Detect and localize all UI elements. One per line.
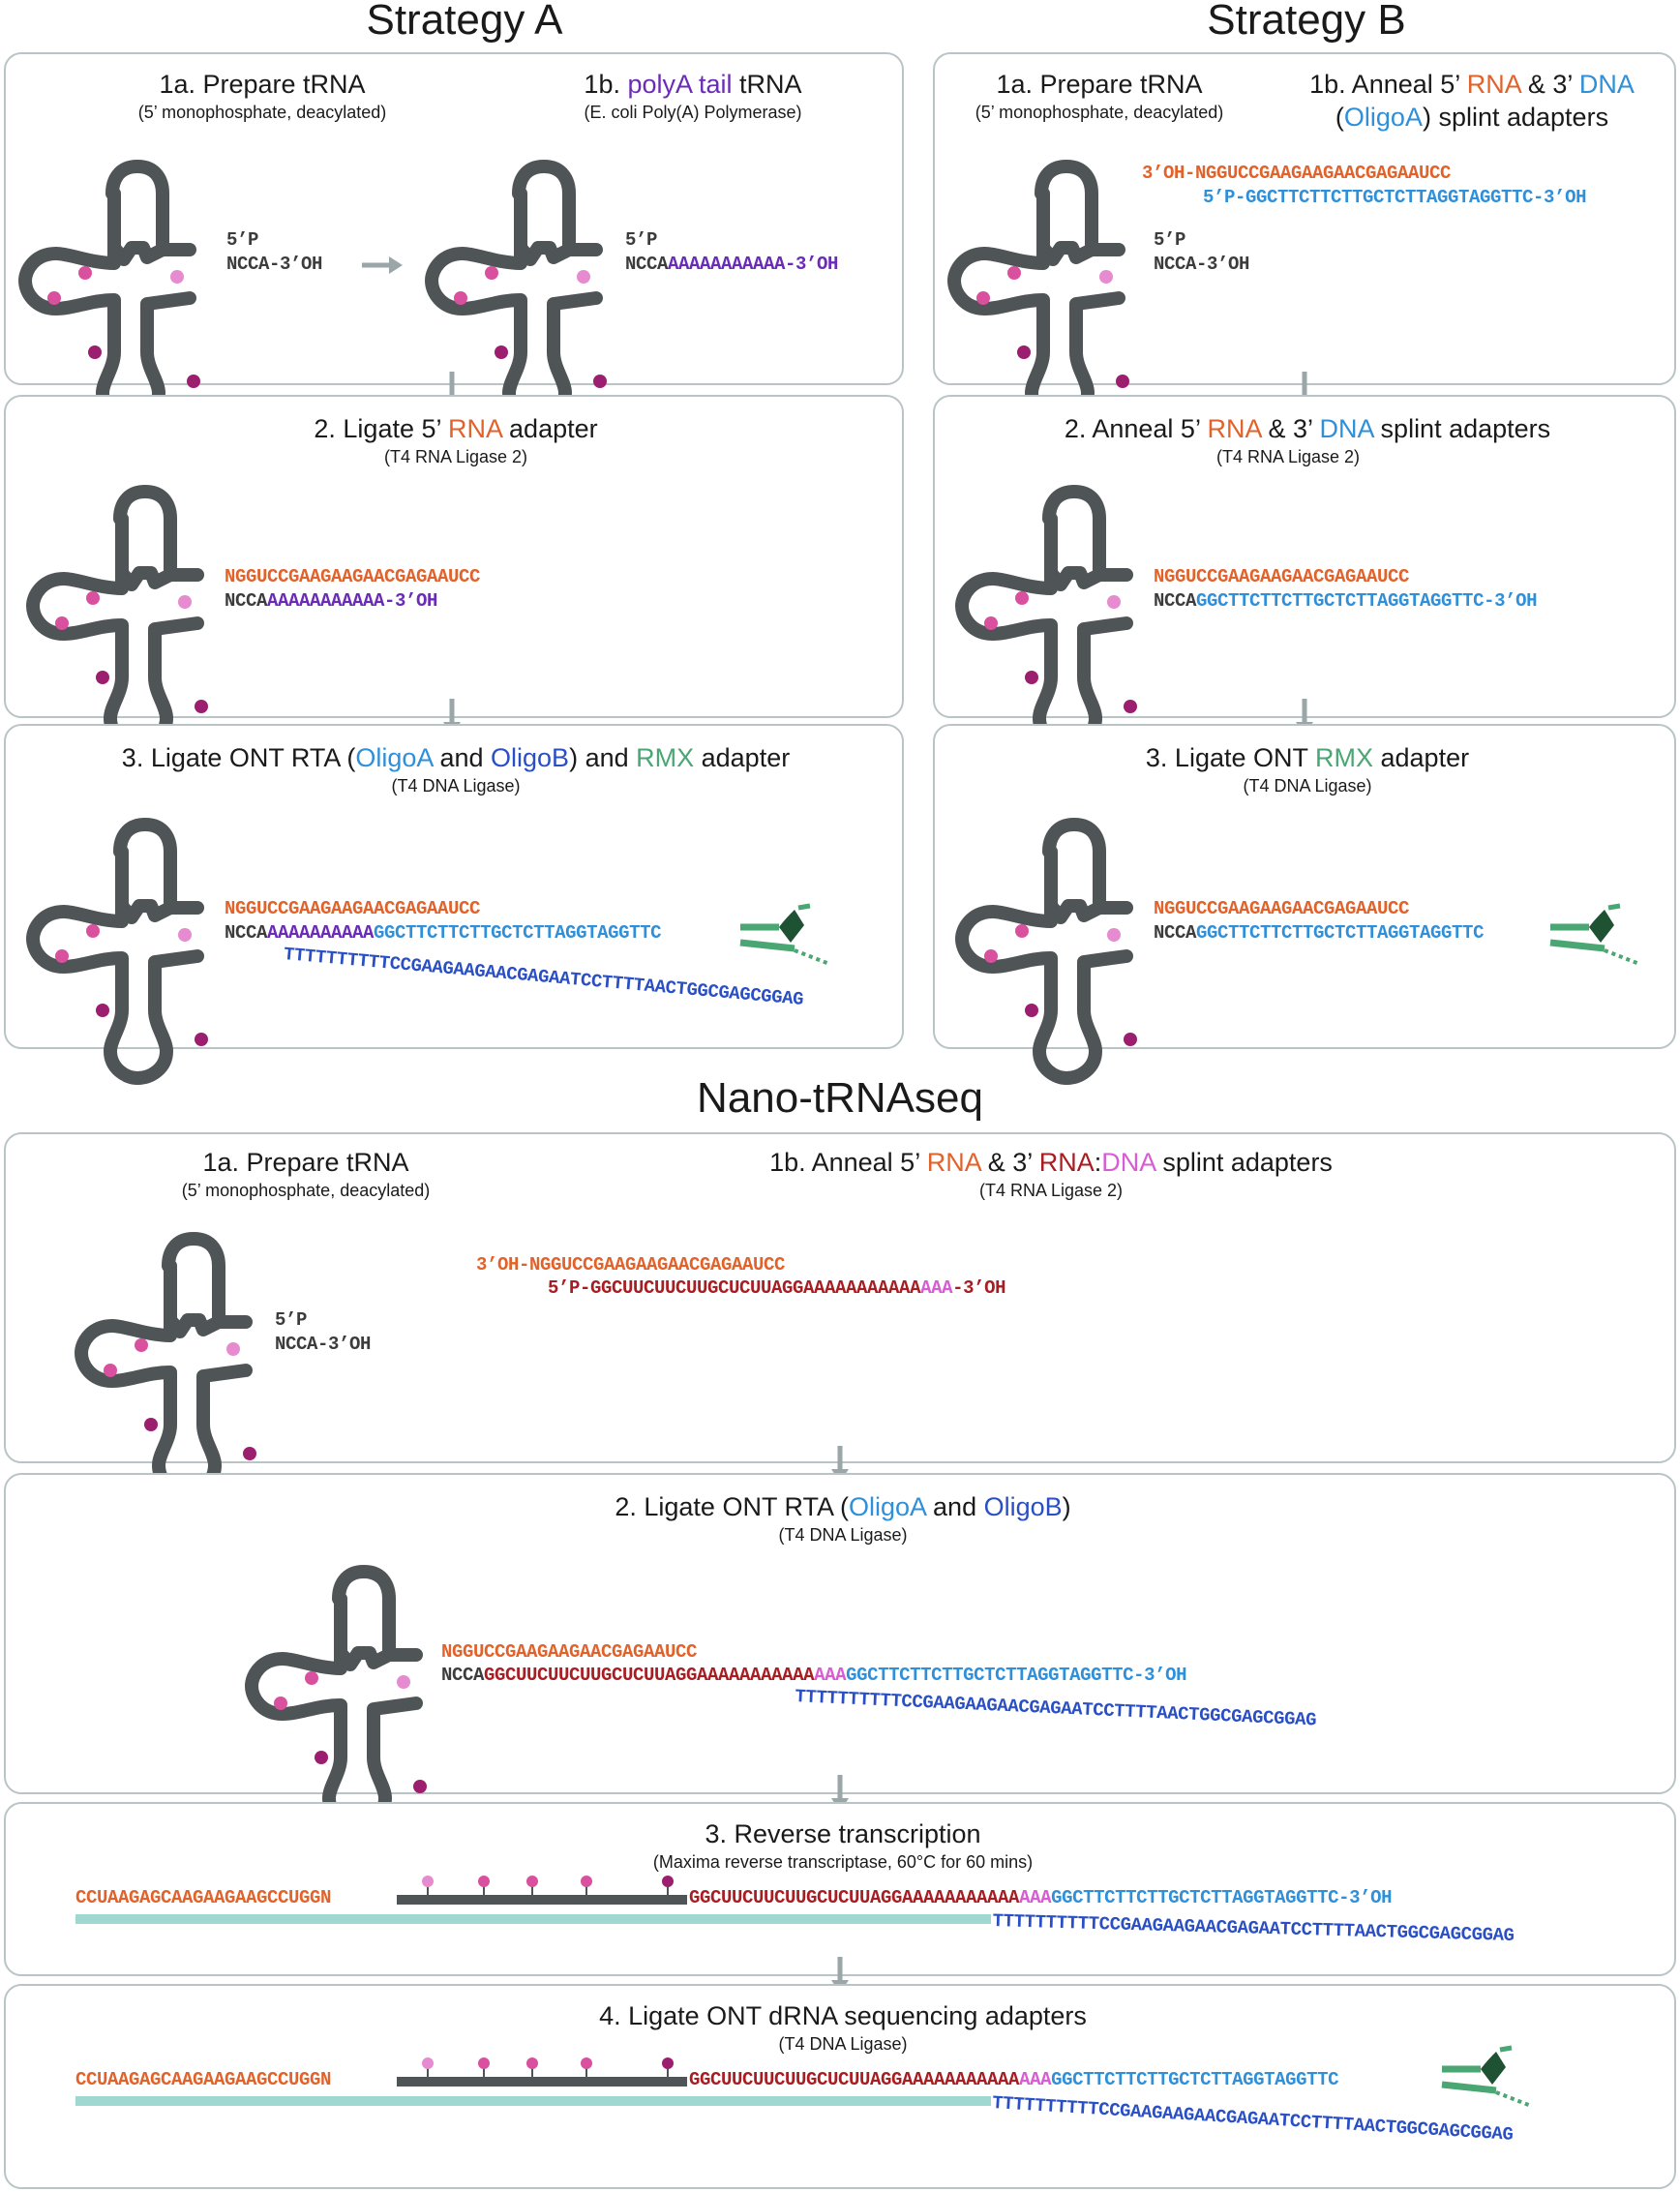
trna-cloverleaf-icon — [74, 1212, 256, 1512]
strategy-b-step1-panel: 1a. Prepare tRNA (5’ monophosphate, deac… — [933, 52, 1676, 385]
trna-cloverleaf-icon — [946, 139, 1129, 439]
three-prime-end-label: NCCA-3’OH — [226, 254, 323, 275]
strategy-b-step3-panel: 3. Ligate ONT RMX adapter (T4 DNA Ligase… — [933, 724, 1676, 1049]
cdna-5prime-sequence: CCUAAGAGCAAGAAGAAGCCUGGN — [75, 2069, 332, 2090]
three-prime-end-label: NCCA-3’OH — [275, 1334, 372, 1355]
step-2-subtitle: (T4 RNA Ligase 2) — [383, 447, 528, 466]
oligob-sequence: TTTTTTTTTTCCGAAGAAGAACGAGAATCCTTTTAACTGG… — [795, 1686, 1317, 1731]
strategy-b-title: Strategy B — [1207, 0, 1406, 44]
strategy-a-step3-panel: 3. Ligate ONT RTA (OligoA and OligoB) an… — [4, 724, 904, 1049]
step-1b-subtitle: (T4 RNA Ligase 2) — [978, 1181, 1124, 1200]
nano-step1-panel: 1a. Prepare tRNA (5’ monophosphate, deac… — [4, 1132, 1676, 1463]
step-1b-title: 1b. Anneal 5’ RNA & 3’ RNA:DNA splint ad… — [769, 1148, 1333, 1177]
rmx-motor-protein-icon — [1441, 2045, 1532, 2108]
rna-adapter-sequence: NGGUCCGAAGAAGAACGAGAAUCC — [225, 898, 481, 919]
polya-tail-sequence: NCCAAAAAAAAAAAA-3’OH — [225, 590, 438, 612]
splint-oligoa-sequence: GGCUUCUUCUUGCUCUUAGGAAAAAAAAAAAAAAGGCTTC… — [689, 1887, 1393, 1908]
rmx-motor-protein-icon — [1549, 903, 1640, 966]
five-prime-label: 5’P — [275, 1309, 308, 1331]
right-arrow-icon — [362, 256, 403, 274]
step-3-title: 3. Ligate ONT RTA (OligoA and OligoB) an… — [121, 743, 791, 772]
modification-dot-icon — [78, 266, 92, 280]
cdna-5prime-sequence: CCUAAGAGCAAGAAGAAGCCUGGN — [75, 1887, 332, 1908]
modification-dot-icon — [422, 1876, 434, 1887]
oligob-sequence: TTTTTTTTTTCCGAAGAAGAACGAGAATCCTTTTAACTGG… — [991, 2092, 1515, 2146]
rna-dna-splint-sequence: 5’P-GGCUUCUUCUUGCUCUUAGGAAAAAAAAAAAAAA-3… — [548, 1277, 1006, 1299]
step-3-title: 3. Ligate ONT RMX adapter — [1145, 743, 1470, 772]
splint-oligoa-sequence: NCCAGGCUUCUUCUUGCUCUUAGGAAAAAAAAAAAAAAGG… — [441, 1665, 1187, 1686]
rna-adapter-sequence: NGGUCCGAAGAAGAACGAGAAUCC — [441, 1641, 698, 1663]
step-1a-title: 1a. Prepare tRNA — [159, 70, 366, 99]
trna-linear-strand — [397, 1876, 687, 1905]
nano-trnaseq-title: Nano-tRNAseq — [697, 1074, 983, 1122]
step-2-title: 2. Ligate ONT RTA (OligoA and OligoB) — [615, 1492, 1071, 1521]
nano-step3-panel: 3. Reverse transcription (Maxima reverse… — [4, 1802, 1676, 1976]
splint-oligoa-sequence: GGCUUCUUCUUGCUCUUAGGAAAAAAAAAAAAAAGGCTTC… — [689, 2069, 1339, 2090]
oligob-sequence: TTTTTTTTTTCCGAAGAAGAACGAGAATCCTTTTAACTGG… — [283, 944, 805, 1010]
nano-step4-panel: 4. Ligate ONT dRNA sequencing adapters (… — [4, 1984, 1676, 2189]
rna-adapter-sequence: NGGUCCGAAGAAGAACGAGAAUCC — [1154, 566, 1410, 587]
step-1a-title: 1a. Prepare tRNA — [202, 1148, 409, 1177]
cdna-strand-bar — [75, 2096, 991, 2106]
step-3-subtitle: (T4 DNA Ligase) — [391, 776, 521, 796]
step-4-title: 4. Ligate ONT dRNA sequencing adapters — [599, 2001, 1087, 2030]
modification-dot-icon — [187, 375, 200, 388]
trna-cloverleaf-icon — [424, 139, 607, 439]
modification-dot-icon — [170, 270, 184, 284]
polya-tail-sequence: NCCAAAAAAAAAAAA-3’OH — [625, 254, 839, 275]
strategy-b-step2-panel: 2. Anneal 5’ RNA & 3’ DNA splint adapter… — [933, 395, 1676, 718]
trna-cloverleaf-icon — [25, 797, 208, 1097]
strategy-a-title: Strategy A — [366, 0, 563, 44]
five-prime-label: 5’P — [625, 229, 658, 251]
rna-adapter-sequence: 3’OH-NGGUCCGAAGAAGAACGAGAAUCC — [1142, 163, 1452, 184]
trna-linear-strand — [397, 2057, 687, 2087]
strategy-a-step1-panel: 1a. Prepare tRNA (5’ monophosphate, deac… — [4, 52, 904, 385]
three-prime-end-label: NCCA-3’OH — [1154, 254, 1250, 275]
oligob-sequence: TTTTTTTTTTCCGAAGAAGAACGAGAATCCTTTTAACTGG… — [992, 1910, 1515, 1947]
cdna-strand-bar — [75, 1914, 991, 1924]
step-3-subtitle: (Maxima reverse transcriptase, 60°C for … — [652, 1852, 1034, 1872]
step-2-subtitle: (T4 DNA Ligase) — [778, 1525, 908, 1545]
trna-cloverleaf-icon — [244, 1545, 427, 1845]
trna-cloverleaf-icon — [954, 465, 1137, 765]
trna-cloverleaf-icon — [25, 465, 208, 765]
step-1b-subtitle: (E. coli Poly(A) Polymerase) — [584, 103, 802, 122]
step-1b-title: 1b. polyA tail tRNA — [584, 70, 802, 99]
five-prime-label: 5’P — [226, 229, 259, 251]
trna-cloverleaf-icon — [954, 797, 1137, 1097]
step-3-title: 3. Reverse transcription — [705, 1819, 981, 1848]
strategy-a-step2-panel: 2. Ligate 5’ RNA adapter (T4 RNA Ligase … — [4, 395, 904, 718]
dna-adapter-sequence: 5’P-GGCTTCTTCTTGCTCTTAGGTAGGTTC-3’OH — [1203, 187, 1587, 208]
step-1b-title: 1b. Anneal 5’ RNA & 3’ DNA — [1309, 70, 1635, 99]
step-2-title: 2. Anneal 5’ RNA & 3’ DNA splint adapter… — [1064, 414, 1551, 443]
trna-cloverleaf-icon — [17, 139, 200, 439]
step-2-title: 2. Ligate 5’ RNA adapter — [314, 414, 598, 443]
rna-adapter-sequence: 3’OH-NGGUCCGAAGAAGAACGAGAAUCC — [476, 1254, 786, 1276]
modification-dot-icon — [47, 291, 61, 305]
step-1a-title: 1a. Prepare tRNA — [996, 70, 1203, 99]
step-2-subtitle: (T4 RNA Ligase 2) — [1215, 447, 1361, 466]
step-3-subtitle: (T4 DNA Ligase) — [1243, 776, 1372, 796]
step-1a-subtitle: (5’ monophosphate, deacylated) — [137, 103, 387, 122]
oligoa-ligated-sequence: NCCAAAAAAAAAAAGGCTTCTTCTTGCTCTTAGGTAGGTT… — [225, 922, 662, 944]
dna-adapter-sequence: NCCAGGCTTCTTCTTGCTCTTAGGTAGGTTC-3’OH — [1154, 590, 1538, 612]
step-1a-subtitle: (5’ monophosphate, deacylated) — [181, 1181, 431, 1200]
rmx-motor-protein-icon — [739, 903, 830, 966]
step-4-subtitle: (T4 DNA Ligase) — [778, 2034, 908, 2054]
five-prime-label: 5’P — [1154, 229, 1186, 251]
step-1a-subtitle: (5’ monophosphate, deacylated) — [975, 103, 1224, 122]
nano-step2-panel: 2. Ligate ONT RTA (OligoA and OligoB) (T… — [4, 1473, 1676, 1794]
dna-adapter-sequence: NCCAGGCTTCTTCTTGCTCTTAGGTAGGTTC — [1154, 922, 1485, 944]
rna-adapter-sequence: NGGUCCGAAGAAGAACGAGAAUCC — [225, 566, 481, 587]
step-1b-title-line2: (OligoA) splint adapters — [1335, 103, 1609, 132]
modification-dot-icon — [88, 345, 102, 359]
rna-adapter-sequence: NGGUCCGAAGAAGAACGAGAAUCC — [1154, 898, 1410, 919]
